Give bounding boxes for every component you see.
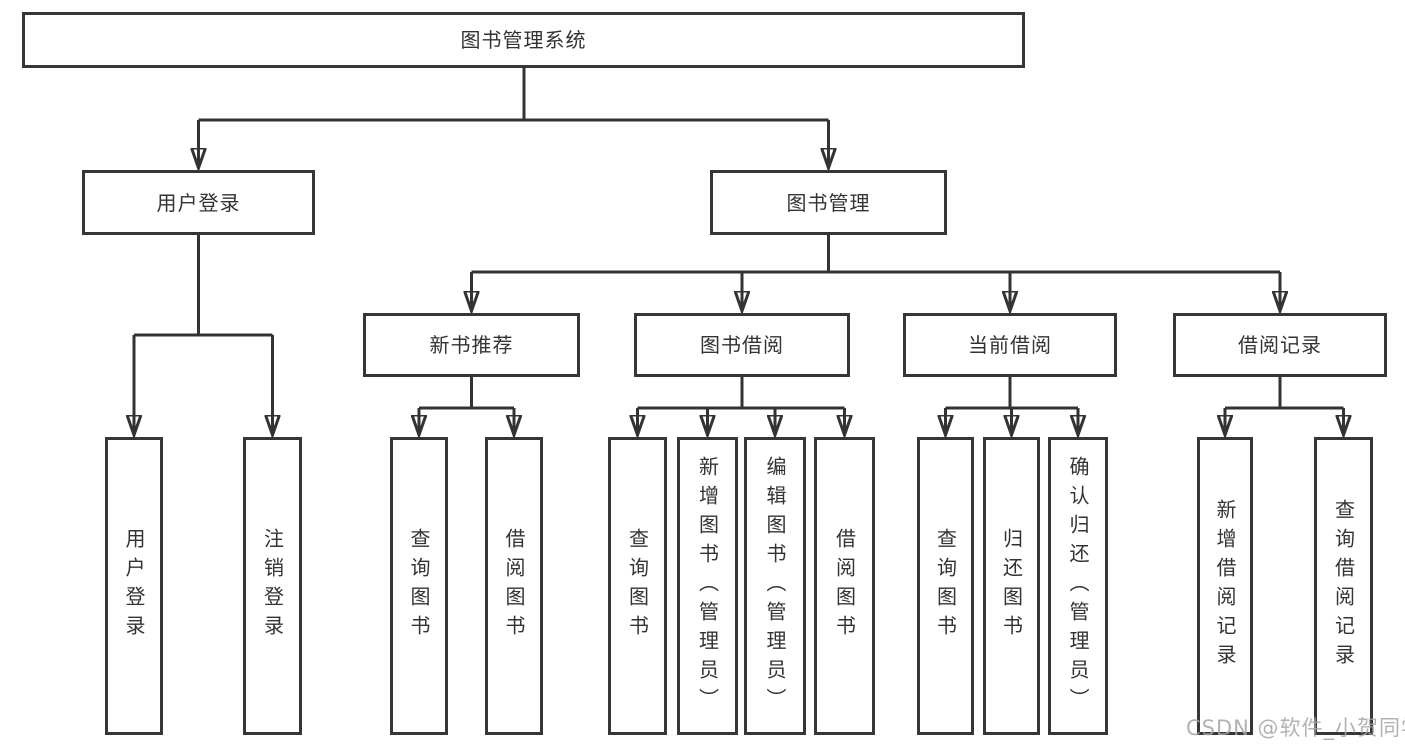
connector-root-to-level1: [199, 68, 829, 168]
leaf-records-add-label: 新增借阅记录: [1213, 499, 1237, 673]
leaf-borrow-book-label: 借阅图书: [832, 528, 857, 644]
leaf-newbook-borrow: 借阅图书: [485, 437, 543, 735]
connector-user-login-to-leaves: [134, 235, 273, 435]
node-root-label: 图书管理系统: [460, 28, 587, 52]
leaf-newbook-search: 查询图书: [390, 437, 448, 735]
leaf-borrow-book: 借阅图书: [814, 437, 875, 735]
leaf-logout: 注销登录: [243, 437, 302, 735]
connector-current-borrow-to-leaves: [946, 377, 1079, 435]
leaf-user-login: 用户登录: [105, 437, 163, 735]
connector-new-book-to-leaves: [419, 377, 514, 435]
leaf-borrow-add-admin: 新增图书（管理员）: [677, 437, 738, 735]
leaf-records-search: 查询借阅记录: [1314, 437, 1373, 735]
connector-book-mgmt-to-sections: [472, 235, 1281, 311]
node-borrow-records-label: 借阅记录: [1238, 333, 1322, 357]
leaf-current-search-label: 查询图书: [933, 528, 958, 644]
leaf-logout-label: 注销登录: [260, 528, 285, 644]
node-book-borrow-label: 图书借阅: [700, 333, 784, 357]
connector-borrow-records-to-leaves: [1225, 377, 1344, 435]
leaf-current-search: 查询图书: [917, 437, 974, 735]
leaf-newbook-search-label: 查询图书: [407, 528, 431, 644]
node-current-borrow: 当前借阅: [903, 313, 1117, 377]
leaf-borrow-edit-admin: 编辑图书（管理员）: [744, 437, 806, 735]
leaf-borrow-search: 查询图书: [608, 437, 667, 735]
node-new-book-recommend: 新书推荐: [363, 313, 580, 377]
leaf-current-return: 归还图书: [983, 437, 1040, 735]
node-new-book-recommend-label: 新书推荐: [429, 333, 514, 357]
node-book-management: 图书管理: [710, 170, 947, 235]
leaf-records-search-label: 查询借阅记录: [1331, 499, 1356, 673]
node-book-borrow: 图书借阅: [634, 313, 850, 377]
node-user-login: 用户登录: [82, 170, 315, 235]
leaf-borrow-add-admin-label: 新增图书（管理员）: [695, 455, 720, 717]
connector-book-borrow-to-leaves: [638, 377, 845, 435]
leaf-borrow-edit-admin-label: 编辑图书（管理员）: [763, 455, 787, 717]
leaf-current-confirm-admin-label: 确认归还（管理员）: [1066, 455, 1090, 717]
leaf-current-return-label: 归还图书: [999, 528, 1024, 644]
node-borrow-records: 借阅记录: [1173, 313, 1387, 377]
leaf-user-login-label: 用户登录: [122, 528, 146, 644]
leaf-borrow-search-label: 查询图书: [625, 528, 650, 644]
node-current-borrow-label: 当前借阅: [968, 333, 1052, 357]
csdn-watermark: CSDN @软件_小贺同学: [1186, 716, 1405, 740]
node-user-login-label: 用户登录: [156, 190, 241, 215]
leaf-records-add: 新增借阅记录: [1197, 437, 1253, 735]
node-root: 图书管理系统: [22, 12, 1025, 68]
node-book-management-label: 图书管理: [786, 190, 871, 215]
leaf-newbook-borrow-label: 借阅图书: [502, 528, 526, 644]
leaf-current-confirm-admin: 确认归还（管理员）: [1048, 437, 1108, 735]
